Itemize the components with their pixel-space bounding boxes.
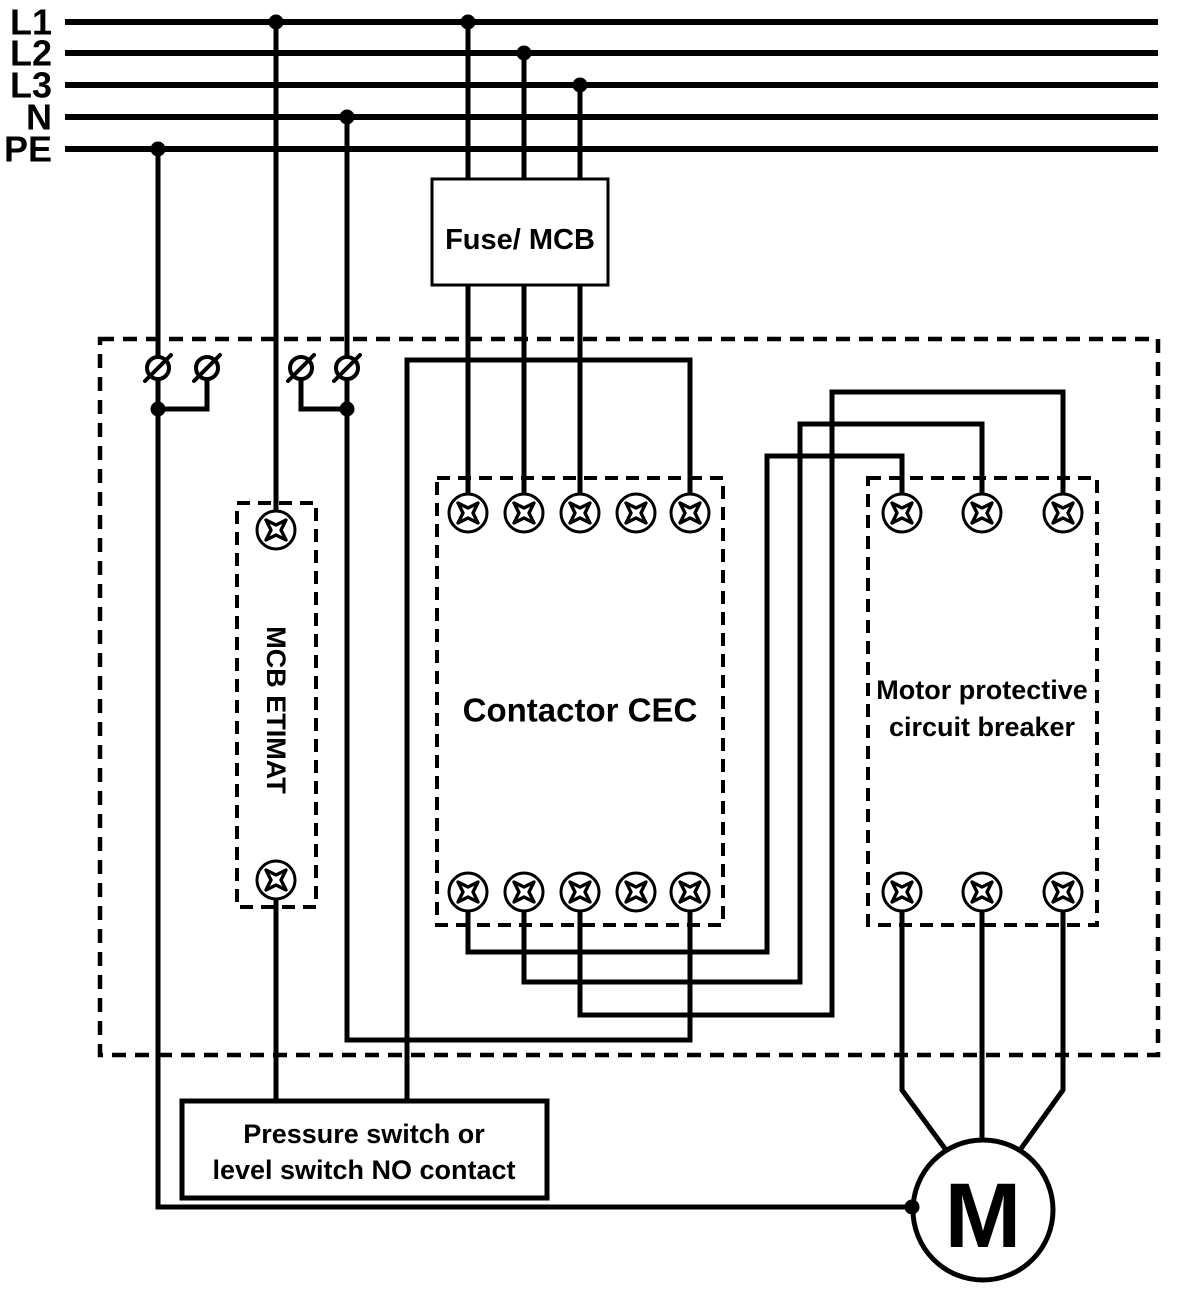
wire-contactor1-to-breaker1 (465, 453, 905, 955)
motor-breaker-box (866, 476, 1099, 927)
screw-terminal-icon (255, 509, 297, 551)
panel-enclosure-border (97, 336, 1161, 1058)
junction-dots (150, 14, 588, 417)
wires (155, 22, 1066, 1210)
pressure-switch-label-line1: Pressure switch or (243, 1119, 485, 1149)
screw-terminal-icon (961, 492, 1003, 534)
wire-breaker1-to-motor (899, 892, 949, 1152)
screw-terminal-icon (1042, 492, 1084, 534)
motor-breaker-label-line1: Motor protective (876, 675, 1088, 705)
wire-contactor2-to-breaker2 (521, 421, 985, 985)
fuse-mcb-label: Fuse/ MCB (445, 224, 595, 256)
rail-label-l2: L2 (10, 33, 52, 74)
rail-label-pe: PE (4, 129, 52, 170)
screw-terminal-icon (615, 871, 657, 913)
wire-pe-to-motor (155, 149, 911, 1210)
entry-terminal-icon (192, 353, 222, 383)
pressure-switch-label-line2: level switch NO contact (212, 1155, 515, 1185)
wire-n-entry-terminal-link (298, 368, 347, 412)
junction-dot (904, 1199, 920, 1215)
junction-dot (460, 14, 476, 30)
contactor-box (435, 476, 725, 927)
screw-terminal-icon (503, 871, 545, 913)
rail-label-n: N (26, 97, 52, 138)
rail-label-l1: L1 (10, 2, 52, 43)
wire-pe-entry-terminal-link (158, 368, 210, 412)
entry-terminal-icon (286, 353, 316, 383)
wire-pressure-switch-to-contactor-coil (404, 357, 693, 1101)
screw-terminal-icon (255, 859, 297, 901)
screw-terminal-icon (559, 871, 601, 913)
screw-terminal-icon (447, 492, 489, 534)
screw-terminal-icon (1042, 871, 1084, 913)
motor-label: M (945, 1165, 1022, 1267)
screw-terminal-icon (559, 492, 601, 534)
screw-terminal-icon (669, 871, 711, 913)
fuse-mcb-box (430, 177, 610, 287)
wire-n-to-contactor-coil (344, 117, 693, 1043)
enclosure-entry-terminals (143, 353, 362, 383)
component-labels: Fuse/ MCB MCB ETIMAT Contactor CEC Motor… (212, 224, 1087, 1185)
junction-dot (516, 45, 532, 61)
junction-dot (150, 141, 166, 157)
rail-label-l3: L3 (10, 65, 52, 106)
screw-terminal-icon (615, 492, 657, 534)
entry-terminal-icon (332, 353, 362, 383)
screw-terminal-icon (881, 492, 923, 534)
motor-breaker-label-line2: circuit breaker (889, 712, 1076, 742)
screw-terminal-icon (669, 492, 711, 534)
entry-terminal-icon (143, 353, 173, 383)
wire-contactor3-to-breaker3 (577, 389, 1066, 1018)
screw-terminal-icon (961, 871, 1003, 913)
junction-dot (339, 109, 355, 125)
wire-breaker3-to-motor (1017, 892, 1066, 1152)
motor-symbol: M (904, 1137, 1056, 1283)
screw-terminal-icon (447, 871, 489, 913)
screw-terminal-icon (881, 871, 923, 913)
junction-dot (150, 401, 166, 417)
junction-dot (339, 401, 355, 417)
mcb-etimat-label: MCB ETIMAT (261, 626, 291, 794)
power-rails: L1 L2 L3 N PE (4, 2, 1158, 170)
screw-terminal-icon (503, 492, 545, 534)
component-boxes (235, 177, 1099, 927)
pressure-switch-box (179, 1098, 550, 1201)
junction-dot (268, 14, 284, 30)
mcb-etimat-box (235, 501, 318, 909)
junction-dot (572, 77, 588, 93)
contactor-label: Contactor CEC (463, 692, 698, 729)
